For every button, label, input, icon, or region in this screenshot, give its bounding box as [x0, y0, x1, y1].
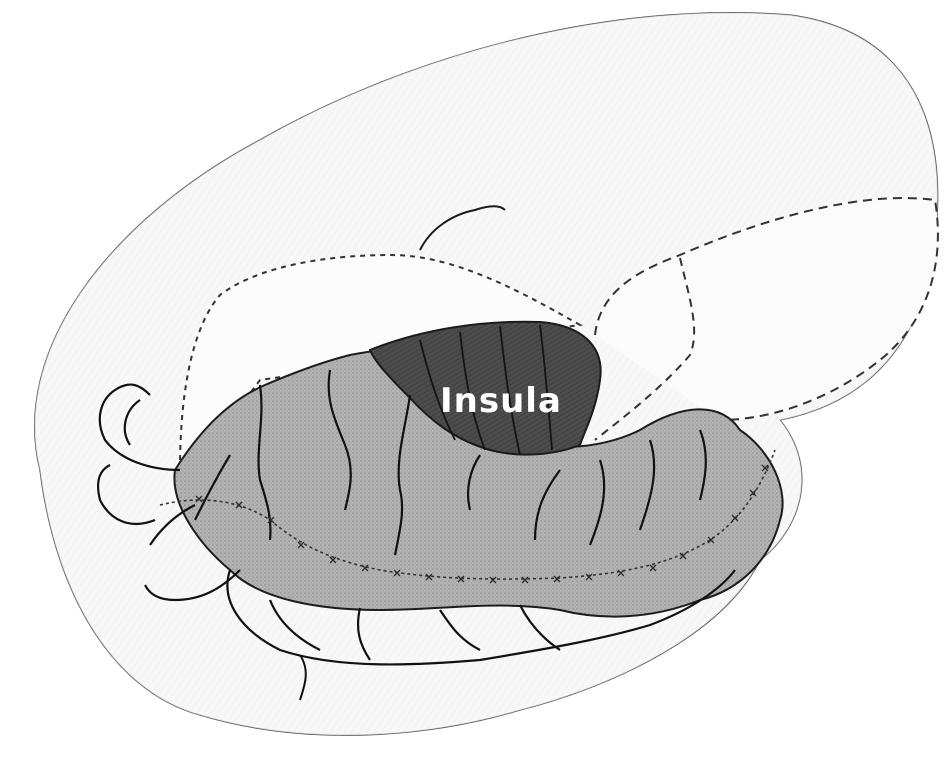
- insula-label: Insula: [440, 381, 562, 421]
